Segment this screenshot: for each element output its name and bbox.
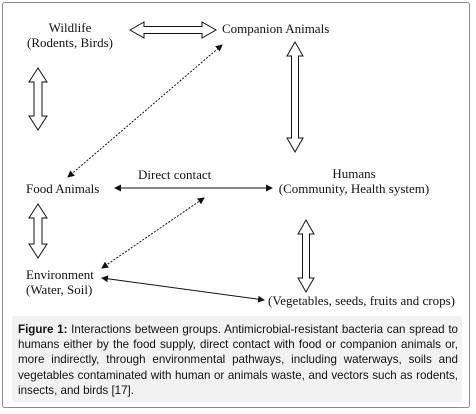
companion-humans-double-arrow <box>286 40 304 154</box>
food-companion-dotted-arrow <box>67 44 223 178</box>
node-crops-title: (Vegetables, seeds, fruits and crops) <box>268 293 455 308</box>
node-food-animals-title: Food Animals <box>26 181 100 196</box>
node-wildlife: Wildlife (Rodents, Birds) <box>14 20 126 50</box>
edge-label-direct-contact: Direct contact <box>138 167 211 182</box>
wildlife-companion-double-arrow <box>128 21 218 39</box>
node-humans: Humans (Community, Health system) <box>272 166 436 196</box>
humans-crops-double-arrow <box>297 218 315 294</box>
node-environment-title: Environment <box>26 267 94 282</box>
environment-crops-arrow <box>101 275 265 303</box>
figure-caption: Figure 1: Interactions between groups. A… <box>18 322 458 398</box>
edge-label-direct-contact-text: Direct contact <box>138 167 212 182</box>
node-humans-subtitle: (Community, Health system) <box>278 181 430 196</box>
caption-background <box>12 316 462 402</box>
caption-text: Interactions between groups. Antimicrobi… <box>18 323 458 397</box>
node-companion-animals: Companion Animals <box>222 21 329 36</box>
node-food-animals: Food Animals <box>26 181 99 196</box>
caption-label: Figure 1: <box>18 323 68 336</box>
food-environment-double-arrow <box>28 203 48 259</box>
node-environment-subtitle: (Water, Soil) <box>26 282 93 297</box>
node-crops: (Vegetables, seeds, fruits and crops) <box>268 293 455 308</box>
node-companion-animals-title: Companion Animals <box>222 21 330 36</box>
node-environment: Environment (Water, Soil) <box>26 267 94 297</box>
node-wildlife-title: Wildlife <box>48 20 92 35</box>
environment-humans-dotted-arrow <box>101 197 205 269</box>
node-wildlife-subtitle: (Rodents, Birds) <box>27 35 113 50</box>
node-humans-title: Humans <box>332 166 376 181</box>
wildlife-food-double-arrow <box>28 67 48 131</box>
